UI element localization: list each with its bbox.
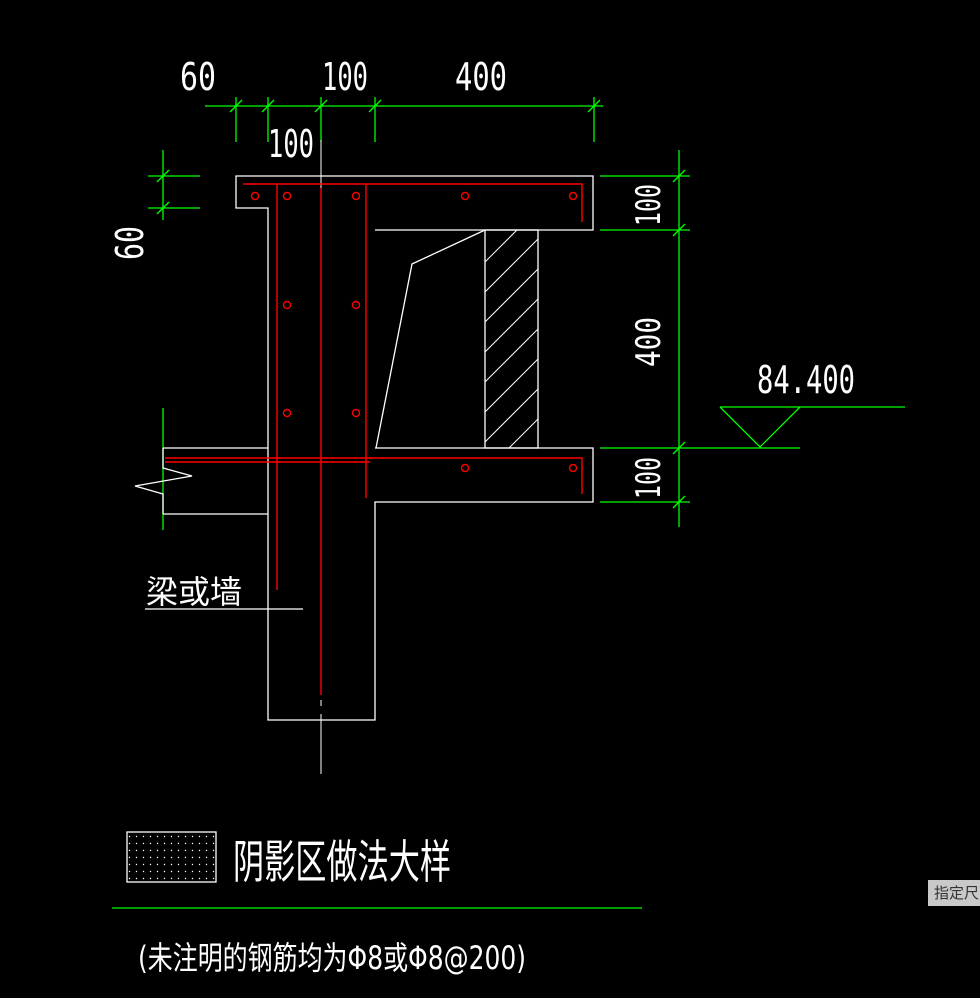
concrete-outline (134, 175, 594, 721)
legend-title: 阴影区做法大样 (233, 835, 451, 889)
command-tooltip: 指定尺 (928, 880, 980, 906)
rebar (165, 183, 583, 695)
rebar-note: (未注明的钢筋均为Φ8或Φ8@200) (138, 939, 526, 977)
dim-left-60: 60 (108, 226, 152, 260)
legend-swatch (126, 831, 217, 883)
dim-right-100-bottom: 100 (629, 457, 669, 499)
wall-hatch (484, 229, 539, 449)
dim-top-100: 100 (322, 55, 368, 99)
dim-top-400: 400 (455, 55, 507, 99)
beam-or-wall-label: 梁或墙 (146, 573, 242, 611)
dim-right-100-top: 100 (629, 184, 669, 226)
dim-right-400: 400 (629, 317, 669, 367)
dim-column-100: 100 (268, 122, 314, 166)
dimension-lines (148, 97, 905, 530)
dim-top-60: 60 (180, 55, 216, 99)
elevation-value: 84.400 (757, 358, 855, 402)
